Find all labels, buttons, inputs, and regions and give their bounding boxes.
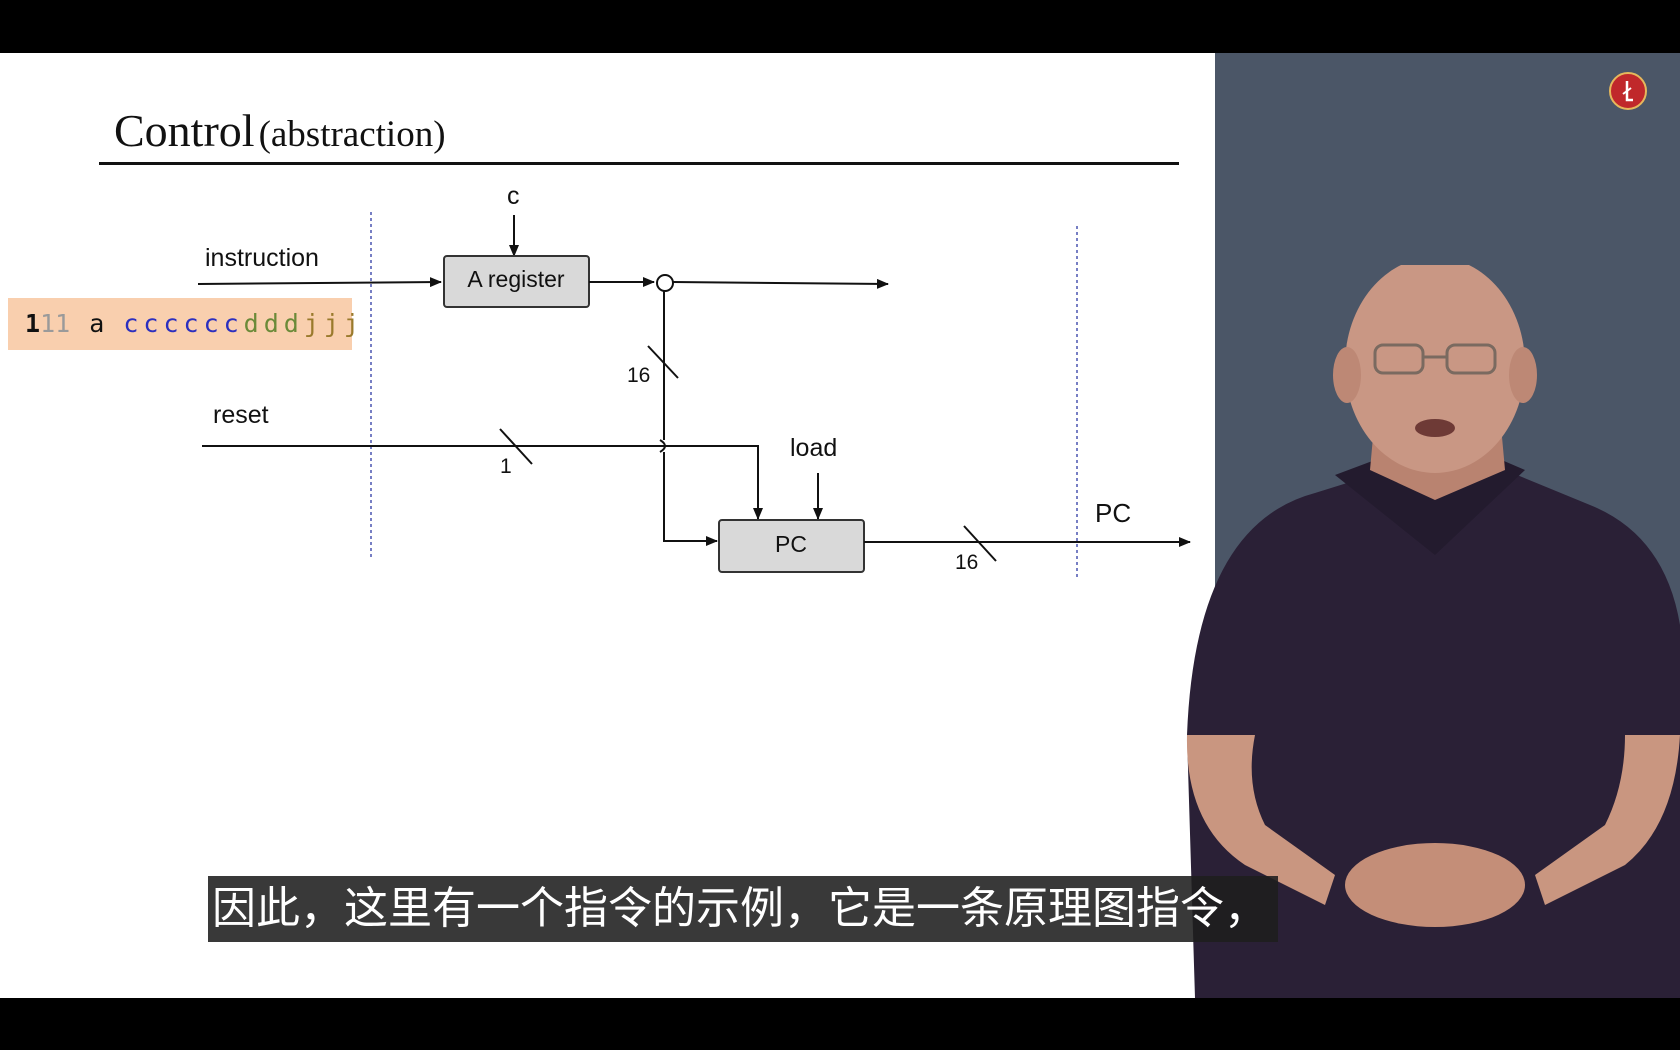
label-c: c xyxy=(507,182,520,210)
channel-logo-icon xyxy=(1609,72,1647,110)
label-instruction: instruction xyxy=(205,244,319,272)
slide-title-main: Control xyxy=(114,105,255,156)
reset-line xyxy=(202,445,763,520)
bus-slash-16-b xyxy=(963,525,997,562)
label-load: load xyxy=(790,434,837,462)
instruction-bits-box: 111 a ccccccdddjjj xyxy=(8,298,359,350)
label-16-b: 16 xyxy=(955,551,978,574)
title-divider xyxy=(99,162,1179,165)
instruction-opcode-bit: 1 xyxy=(25,309,41,338)
label-a-register: A register xyxy=(467,266,564,292)
pc-box xyxy=(718,519,865,573)
label-16-a: 16 xyxy=(627,364,650,387)
slide-title-sub: (abstraction) xyxy=(258,114,446,155)
subtitle-caption: 因此，这里有一个指令的示例，它是一条原理图指令， xyxy=(208,876,1278,942)
slide xyxy=(0,53,1215,998)
slide-title: Control (abstraction) xyxy=(114,104,446,157)
bus-slash-1 xyxy=(499,428,533,465)
a-forward-line xyxy=(672,278,889,289)
control-diagram: c instruction A register 16 reset 1 load… xyxy=(197,182,1191,580)
instruction-line xyxy=(197,277,442,288)
a-to-pc-line xyxy=(659,291,717,541)
label-reset: reset xyxy=(213,401,269,429)
splitter-node xyxy=(656,274,674,292)
instruction-c-bits: cccccc xyxy=(123,309,244,338)
instruction-a-bit: a xyxy=(89,309,105,338)
label-pc-out: PC xyxy=(1095,498,1131,528)
bus-slash-16-a xyxy=(647,345,679,379)
instruction-d-bits: ddd xyxy=(243,309,304,338)
instruction-unused-bits: 11 xyxy=(40,309,71,338)
label-pc-box: PC xyxy=(775,531,807,557)
label-1: 1 xyxy=(500,455,512,478)
instruction-j-bits: jjj xyxy=(303,309,364,338)
presenter-figure xyxy=(1186,265,1680,998)
